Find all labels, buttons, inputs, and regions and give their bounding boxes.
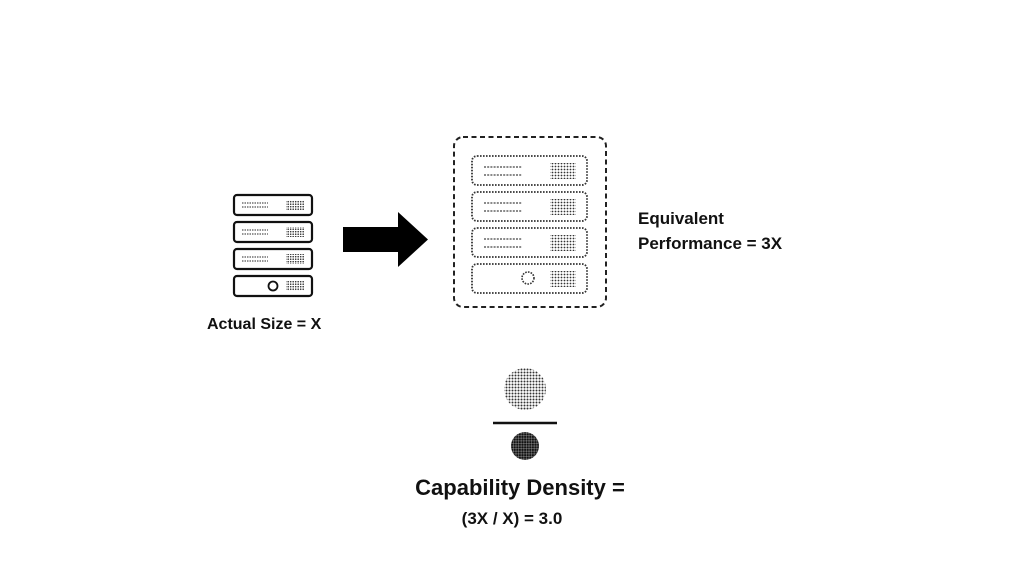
actual-size-label: Actual Size = X	[207, 316, 322, 333]
equivalent-line-2: Performance = 3X	[638, 234, 783, 253]
equivalent-line-1: Equivalent	[638, 209, 724, 228]
equivalent-server-rack-icon	[453, 136, 607, 308]
equivalent-performance-label: Equivalent Performance = 3X	[638, 206, 782, 256]
power-button-icon	[267, 280, 279, 292]
server-unit	[471, 155, 588, 186]
server-unit	[232, 193, 314, 217]
server-unit	[471, 263, 588, 294]
ratio-icon	[493, 368, 557, 460]
numerator-circle-icon	[504, 368, 546, 410]
server-unit	[471, 191, 588, 222]
denominator-circle-icon	[511, 432, 539, 460]
server-unit	[232, 220, 314, 244]
server-unit	[232, 247, 314, 271]
dashed-container	[453, 136, 607, 308]
power-button-icon	[521, 271, 535, 285]
capability-density-title: Capability Density =	[415, 475, 625, 500]
small-server-rack-icon	[232, 193, 314, 298]
capability-density-formula: (3X / X) = 3.0	[461, 509, 563, 528]
server-unit	[232, 274, 314, 298]
server-unit	[471, 227, 588, 258]
arrow-right-icon	[343, 212, 428, 267]
